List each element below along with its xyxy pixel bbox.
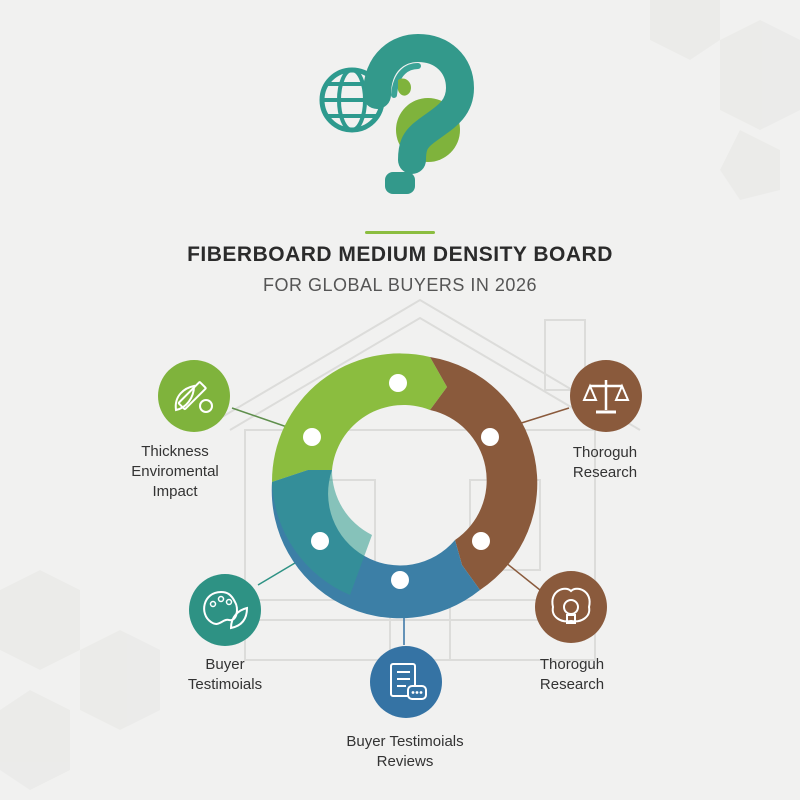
label-line: Enviromental <box>131 463 219 480</box>
node-circle <box>189 574 261 646</box>
question-mark-icon <box>363 33 475 194</box>
page-title: FIBERBOARD MEDIUM DENSITY BOARD <box>187 243 613 266</box>
label-line: Impact <box>152 483 198 500</box>
ring-segment-green <box>271 353 447 482</box>
page-subtitle: FOR GLOBAL BUYERS IN 2026 <box>263 275 537 295</box>
label-line: Research <box>572 464 638 481</box>
scales-icon <box>582 380 630 414</box>
node-circle <box>158 360 230 432</box>
checklist-chat-icon <box>390 663 427 700</box>
ring-dot <box>389 374 407 392</box>
node-bottom-left <box>189 574 261 646</box>
node-top-left <box>158 360 230 432</box>
node-label-top-right: Thoroguh Research <box>545 443 665 483</box>
ring-dot <box>391 571 409 589</box>
connector-top-left <box>231 407 291 429</box>
connector-bottom-left <box>257 559 301 586</box>
node-label-bottom-right: Thoroguh Research <box>512 655 632 695</box>
label-line: Testimoials <box>187 676 263 693</box>
connector-top-right <box>514 407 570 426</box>
label-line: Reviews <box>376 753 434 770</box>
ruler-leaf-gear-icon <box>174 381 213 413</box>
node-bottom-center <box>370 646 442 718</box>
ring-dot <box>303 428 321 446</box>
label-line: Buyer <box>205 656 245 673</box>
label-line: Thickness <box>141 443 209 460</box>
ring-dot <box>311 532 329 550</box>
brain-bulb-icon <box>551 587 591 624</box>
node-label-bottom-center: Buyer Testimoials Reviews <box>320 732 490 772</box>
palette-leaf-icon <box>203 590 249 630</box>
node-bottom-right <box>535 571 607 643</box>
title-accent-rule <box>365 231 435 234</box>
node-label-top-left: Thickness Enviromental Impact <box>110 442 240 502</box>
node-circle <box>535 571 607 643</box>
ring-dots <box>303 374 499 589</box>
ring-segment-brown <box>430 357 538 590</box>
ring-dot <box>481 428 499 446</box>
node-label-bottom-left: Buyer Testimoials <box>165 655 285 695</box>
label-line: Thoroguh <box>572 444 638 461</box>
label-line: Buyer Testimoials <box>346 733 464 750</box>
node-top-right <box>570 360 642 432</box>
label-line: Research <box>539 676 605 693</box>
ring-dot <box>472 532 490 550</box>
node-circle <box>370 646 442 718</box>
label-line: Thoroguh <box>539 656 605 673</box>
